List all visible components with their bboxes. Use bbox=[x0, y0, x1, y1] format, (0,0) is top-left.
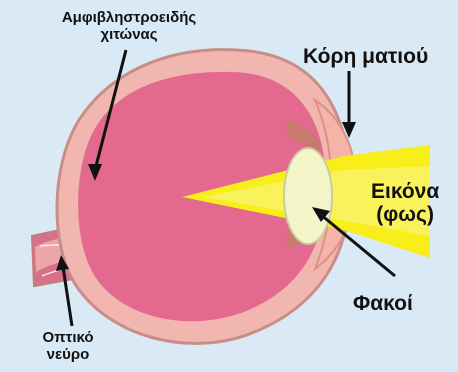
retina-label-line2: χιτώνας bbox=[29, 27, 229, 44]
pupil-label-text: Κόρη ματιού bbox=[303, 45, 428, 68]
image-light-label: Εικόνα (φως) bbox=[371, 180, 439, 226]
retina-label: Αμφιβληστροειδής χιτώνας bbox=[29, 10, 229, 43]
image-light-line1: Εικόνα bbox=[371, 180, 439, 203]
optic-nerve-line1: Οπτικό bbox=[32, 330, 104, 347]
lens-label: Φακοί bbox=[353, 292, 413, 315]
lens bbox=[284, 148, 332, 244]
pupil-arrow bbox=[342, 71, 356, 138]
lens-label-text: Φακοί bbox=[353, 292, 413, 315]
pupil-label: Κόρη ματιού bbox=[303, 45, 428, 68]
retina-label-line1: Αμφιβληστροειδής bbox=[29, 10, 229, 27]
optic-nerve-label: Οπτικό νεύρο bbox=[32, 330, 104, 363]
optic-nerve-line2: νεύρο bbox=[32, 347, 104, 364]
image-light-line2: (φως) bbox=[371, 203, 439, 226]
